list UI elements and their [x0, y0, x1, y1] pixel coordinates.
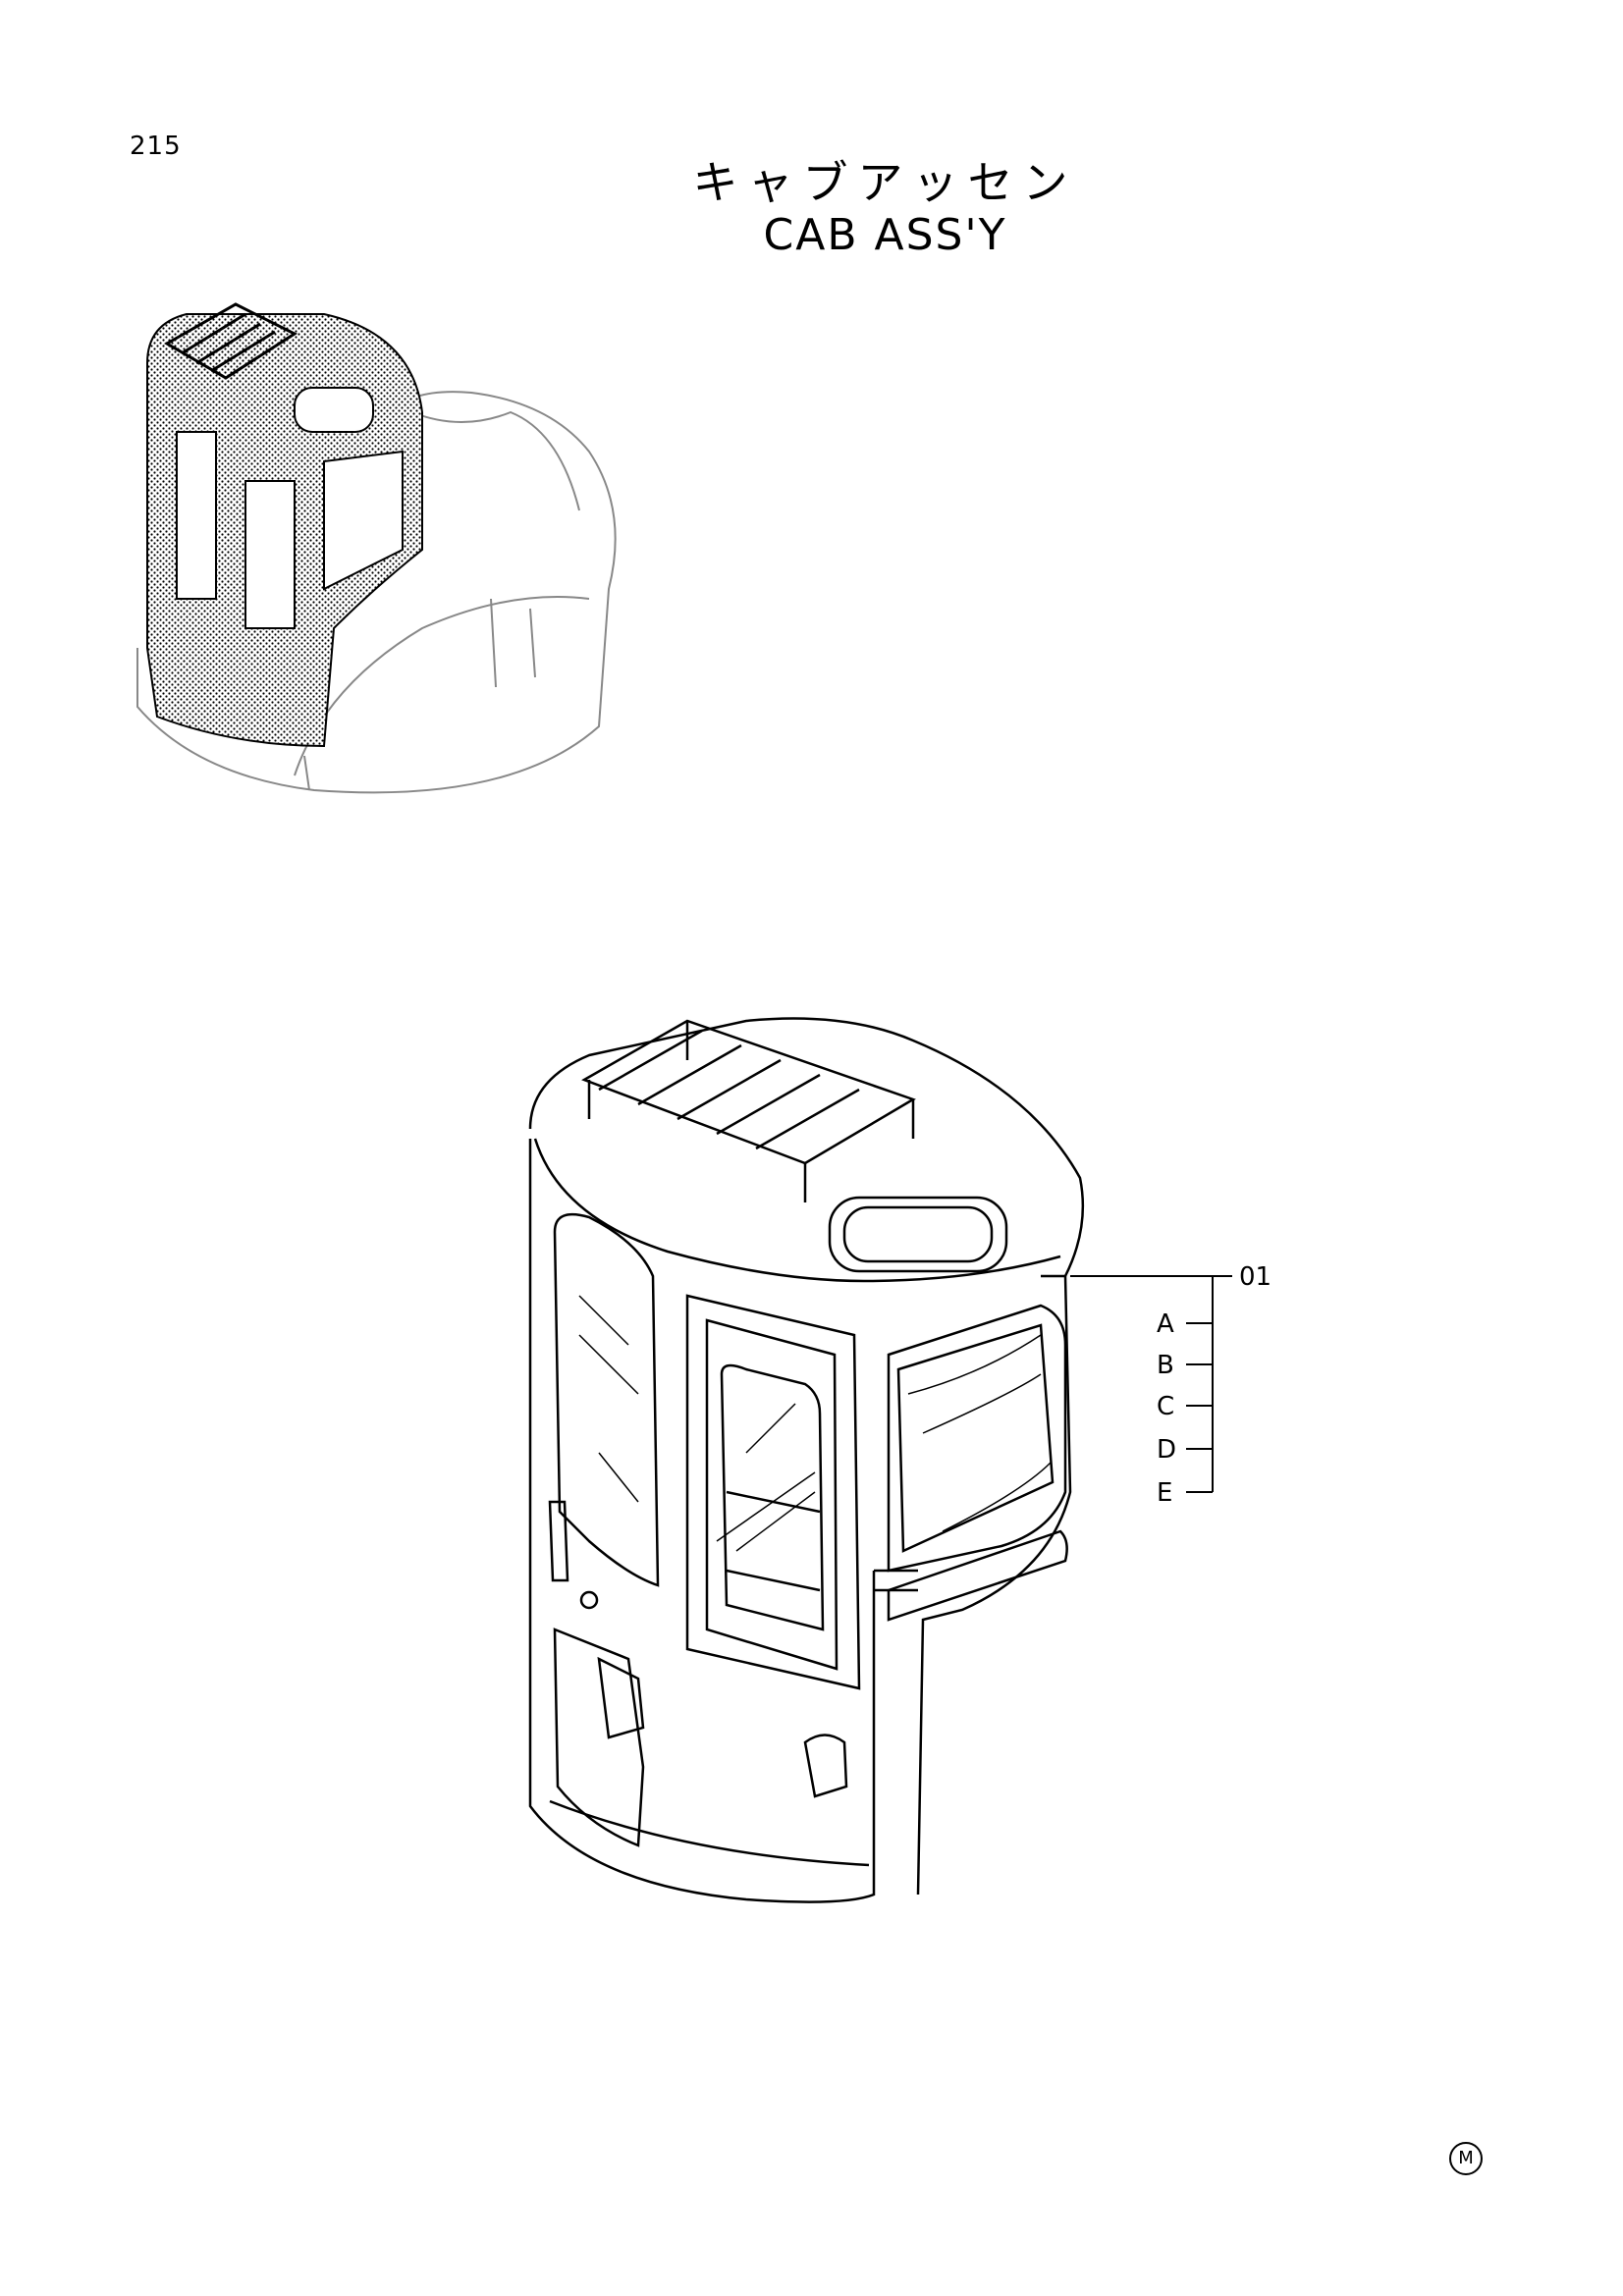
callout-leaders	[1070, 1275, 1232, 1493]
callout-part-01: 01	[1239, 1262, 1271, 1292]
callout-item-e: E	[1157, 1478, 1172, 1508]
callout-item-d: D	[1157, 1435, 1176, 1465]
callout-item-c: C	[1157, 1392, 1174, 1421]
footer-circled-mark: M	[1449, 2142, 1483, 2175]
overview-cab-highlight	[146, 302, 423, 748]
page-title-english: CAB ASS'Y	[763, 210, 1007, 260]
page-number: 215	[130, 132, 182, 161]
cab-main-illustration	[528, 1017, 1085, 1903]
page-title-japanese: キャブアッセン	[692, 156, 1078, 209]
callout-item-b: B	[1157, 1351, 1174, 1380]
callout-item-a: A	[1157, 1309, 1174, 1339]
